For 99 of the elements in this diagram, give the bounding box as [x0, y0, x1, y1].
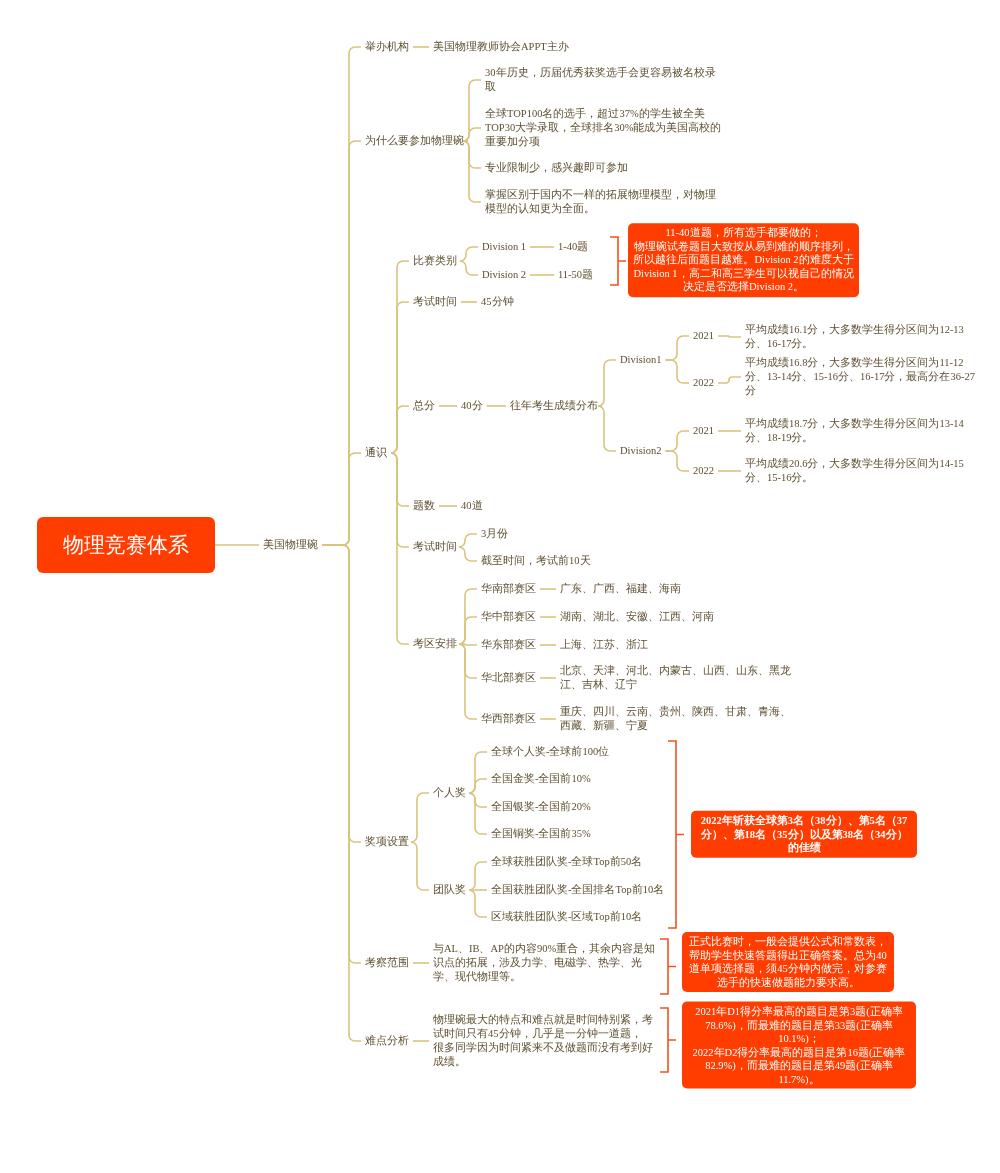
- topic-text: 北京、天津、河北、内蒙古、山西、山东、黑龙江、吉林、辽宁: [556, 664, 804, 692]
- topic-label: 2022: [689, 464, 718, 478]
- topic-label: 截至时间，考试前10天: [477, 554, 595, 568]
- branch-line: [664, 450, 690, 472]
- branch-line: [529, 274, 555, 276]
- topic-label: 奖项设置: [361, 835, 413, 849]
- branch-line: [214, 544, 260, 546]
- topic-label: 全球个人奖-全球前100位: [487, 745, 614, 759]
- topic-label: 考察范围: [361, 956, 413, 970]
- callout-text: 11-40道题，所有选手都要做的；: [664, 226, 823, 240]
- branch-line: [469, 889, 488, 891]
- topic-label: 40道: [457, 499, 487, 513]
- topic-label: 湖南、湖北、安徽、江西、河南: [556, 610, 718, 624]
- branch-line: [438, 505, 458, 507]
- callout-text: 物理碗试卷题目大致按从易到难的顺序排列，所以越往后面题目越难。Division 2的难度大于Division 1，高二和高三学生可以视自己的情况决定是否选择Division 2。: [633, 239, 854, 294]
- topic-label: 广东、广西、福建、海南: [556, 582, 685, 596]
- topic-label: 个人奖: [429, 786, 470, 800]
- topic-text: 物理碗最大的特点和难点就是时间特别紧，考试时间只有45分钟，几乎是一分钟一道题，: [433, 1013, 654, 1041]
- note-callout: [628, 223, 859, 297]
- branch-line: [412, 962, 430, 964]
- topic-label: 考试时间: [409, 540, 461, 554]
- topic-label: 考试时间: [409, 295, 461, 309]
- topic-label: 难点分析: [361, 1034, 413, 1048]
- topic-label: 团队奖: [429, 883, 470, 897]
- branch-line: [717, 335, 742, 338]
- branch-line: [717, 376, 742, 384]
- branch-line: [717, 430, 742, 432]
- branch-line: [462, 127, 482, 142]
- branch-line: [485, 405, 507, 407]
- branch-line: [458, 533, 478, 548]
- topic-label: 3月份: [477, 527, 513, 541]
- branch-line: [460, 301, 478, 303]
- topic-label: 通识: [361, 446, 391, 460]
- topic-label: 举办机构: [361, 40, 413, 54]
- topic-text: 重庆、四川、云南、贵州、陕西、甘肃、青海、西藏、新疆、宁夏: [556, 705, 804, 733]
- topic-label: 专业限制少，感兴趣即可参加: [481, 161, 632, 175]
- topic-label: 2021: [689, 424, 718, 438]
- topic-label: 全国金奖-全国前10%: [487, 772, 595, 786]
- branch-line: [717, 470, 742, 472]
- topic-label: 华西部赛区: [477, 712, 540, 726]
- branch-line: [539, 718, 557, 720]
- topic-text: 掌握区别于国内不一样的拓展物理模型，对物理模型的认知更为全面。: [481, 188, 729, 216]
- branch-line: [539, 588, 557, 590]
- topic-label: 比赛类别: [409, 254, 461, 268]
- branch-line: [412, 1040, 430, 1042]
- topic-text: 30年历史，历届优秀获奖选手会更容易被名校录取: [481, 66, 729, 94]
- topic-label: 总分: [409, 399, 439, 413]
- topic-label: 2022: [689, 376, 718, 390]
- branch-line: [390, 405, 410, 454]
- topic-label: 往年考生成绩分布: [506, 399, 602, 413]
- topic-label: 华北部赛区: [477, 671, 540, 685]
- topic-label: 美国物理碗: [259, 538, 322, 552]
- branch-line: [539, 644, 557, 646]
- note-callout: [682, 1001, 916, 1089]
- branch-line: [412, 46, 430, 48]
- topic-label: 华南部赛区: [477, 582, 540, 596]
- branch-line: [539, 677, 557, 679]
- topic-label: 区域获胜团队奖-区域Top前10名: [487, 910, 647, 924]
- topic-text: 平均成绩16.1分，大多数学生得分区间为12-13分、16-17分。: [741, 323, 981, 351]
- branch-line: [539, 616, 557, 618]
- topic-label: Division 2: [478, 268, 531, 282]
- branch-line: [459, 260, 479, 276]
- topic-text: 全球TOP100名的选手，超过37%的学生被全美TOP30大学录取，全球排名30%能成为美国高校的重要加分项: [481, 107, 729, 149]
- topic-label: 全球获胜团队奖-全球Top前50名: [487, 855, 647, 869]
- note-callout: 正式比赛时，一般会提供公式和常数表，帮助学生快速答题得出正确答案。总为40道单项选择题，须45分钟内做完，对参赛选手的快速做题能力要求高。: [682, 932, 894, 992]
- branch-line: [458, 546, 478, 562]
- topic-label: 为什么要参加物理碗: [361, 134, 468, 148]
- branch-line: [459, 246, 479, 262]
- branch-line: [460, 643, 478, 646]
- topic-label: 上海、江苏、浙江: [556, 638, 652, 652]
- branch-line: [468, 778, 488, 794]
- topic-label: 题数: [409, 499, 439, 513]
- topic-text: 与AL、IB、AP的内容90%重合，其余内容是知识点的拓展，涉及力学、电磁学、热学、光学、现代物理等。: [429, 942, 665, 984]
- topic-text: 平均成绩20.6分，大多数学生得分区间为14-15分、15-16分。: [741, 457, 981, 485]
- topic-text: 平均成绩16.8分，大多数学生得分区间为11-12分、13-14分、15-16分、16-17分，最高分在36-27分: [741, 356, 981, 398]
- topic-label: 华中部赛区: [477, 610, 540, 624]
- topic-label: Division 1: [478, 240, 531, 254]
- note-callout: 2022年斩获全球第3名（38分）、第5名（37分）、第18名（35分）以及第38名（34分）的佳绩: [691, 810, 917, 858]
- topic-label: Division2: [616, 444, 666, 458]
- topic-text: 平均成绩18.7分，大多数学生得分区间为13-14分、18-19分。: [741, 417, 981, 445]
- branch-line: [438, 405, 458, 407]
- topic-label: 考区安排: [409, 637, 461, 651]
- callout-text: 2021年D1得分率最高的题目是第3题(正确率78.6%)，而最难的题目是第33题(正确率10.1%)；: [694, 1004, 904, 1045]
- topic-label: 40分: [457, 399, 487, 413]
- topic-label: 华东部赛区: [477, 638, 540, 652]
- topic-label: Division1: [616, 353, 666, 367]
- topic-text: 很多同学因为时间紧来不及做题而没有考到好成绩。: [433, 1041, 654, 1069]
- topic-label: 全国铜奖-全国前35%: [487, 827, 595, 841]
- topic-label: 美国物理教师协会APPT主办: [429, 40, 573, 54]
- callout-text: 2022年D2得分率最高的题目是第16题(正确率82.9%)，而最难的题目是第49题(正确率11.7%)。: [691, 1045, 907, 1086]
- branch-line: [529, 246, 555, 248]
- topic-label: 45分钟: [477, 295, 518, 309]
- topic-label: 全国银奖-全国前20%: [487, 800, 595, 814]
- topic-label: 2021: [689, 329, 718, 343]
- topic-label: 1-40题: [554, 240, 593, 254]
- branch-line: [458, 616, 478, 645]
- topic-label: 全国获胜团队奖-全国排名Top前10名: [487, 883, 669, 897]
- central-topic: 物理竞赛体系: [37, 517, 215, 573]
- topic-label: 11-50题: [554, 268, 598, 282]
